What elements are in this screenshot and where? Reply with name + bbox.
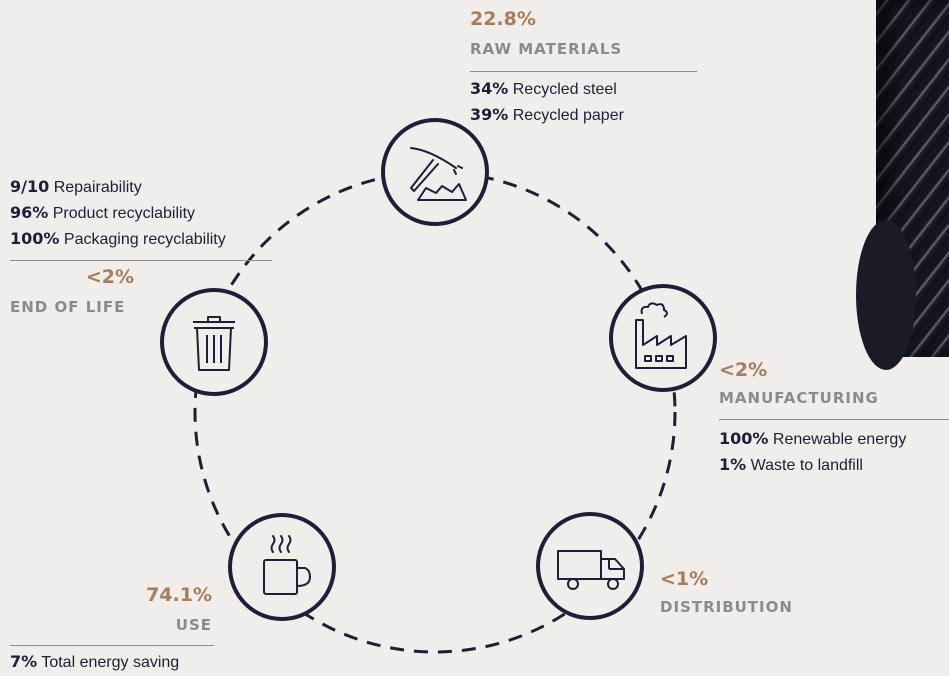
end-of-life-stat: 9/10 Repairability — [10, 177, 142, 196]
distribution-label: DISTRIBUTION — [660, 598, 793, 616]
manufacturing-divider — [719, 419, 949, 420]
raw-materials-label: RAW MATERIALS — [470, 40, 623, 58]
coffee-mug-icon — [263, 535, 312, 595]
raw-materials-stat: 39% Recycled paper — [470, 105, 624, 124]
factory-icon — [635, 302, 687, 369]
manufacturing-label: MANUFACTURING — [719, 389, 879, 407]
use-label: USE — [175, 616, 212, 634]
end-of-life-label: END OF LIFE — [10, 298, 126, 316]
end-of-life-node — [160, 288, 268, 396]
pickaxe-icon — [410, 147, 467, 201]
distribution-node — [536, 512, 644, 620]
manufacturing-node — [609, 284, 717, 392]
end-of-life-stat: 100% Packaging recyclability — [10, 229, 226, 248]
end-of-life-stat: 96% Product recyclability — [10, 203, 196, 222]
raw-materials-divider — [470, 71, 697, 72]
use-stat: 7% Total energy saving — [10, 652, 180, 671]
truck-icon — [557, 550, 625, 590]
raw-materials-node — [381, 118, 489, 226]
trash-bin-icon — [193, 316, 235, 371]
manufacturing-stat: 100% Renewable energy — [719, 429, 907, 448]
raw-materials-stat: 34% Recycled steel — [470, 79, 617, 98]
use-percent: 74.1% — [146, 584, 212, 606]
end-of-life-percent: <2% — [85, 266, 134, 288]
manufacturing-stat: 1% Waste to landfill — [719, 455, 863, 474]
raw-materials-percent: 22.8% — [470, 8, 536, 30]
end-of-life-divider — [10, 260, 272, 261]
use-divider — [10, 645, 214, 646]
distribution-percent: <1% — [660, 568, 709, 590]
manufacturing-percent: <2% — [719, 359, 768, 381]
use-node — [228, 513, 336, 621]
product-photo — [856, 0, 949, 370]
